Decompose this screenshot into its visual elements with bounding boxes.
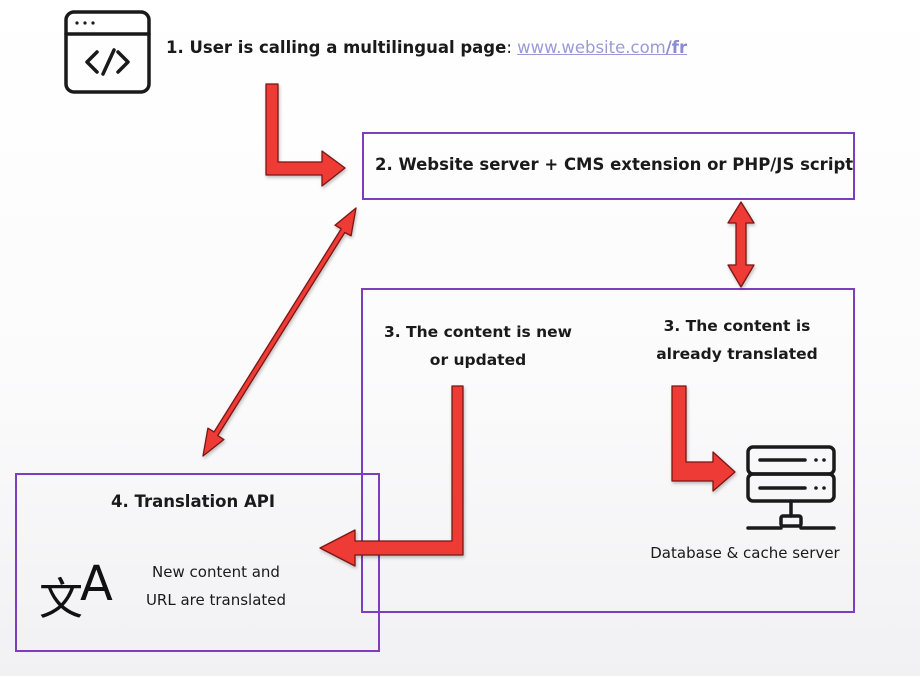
browser-code-icon — [64, 10, 151, 94]
step1-label: 1. User is calling a multilingual page: … — [166, 38, 687, 57]
server-icon — [746, 445, 836, 530]
translation-description-line2: URL are translated — [145, 591, 287, 609]
url-language-suffix: /fr — [665, 38, 688, 57]
translate-icon: 文 A — [39, 556, 113, 625]
database-caption: Database & cache server — [650, 544, 840, 562]
translation-api-box — [15, 473, 380, 652]
arrow-user-to-server — [265, 83, 346, 187]
arrow-server-database — [727, 201, 755, 288]
step3-translated-line1: 3. The content is — [663, 317, 811, 335]
step3-new-line1: 3. The content is new — [383, 323, 573, 341]
content-check-box — [361, 288, 855, 613]
step4-label: 4. Translation API — [111, 492, 275, 511]
arrow-server-api — [202, 207, 357, 457]
svg-text:A: A — [80, 556, 113, 612]
step1-text: 1. User is calling a multilingual page — [166, 38, 507, 57]
step3-new-content-label: 3. The content is new or updated — [382, 318, 574, 374]
url-main: www.website.com — [517, 38, 666, 57]
example-url-link[interactable]: www.website.com/fr — [517, 38, 687, 57]
arrow-new-content-to-api — [319, 385, 464, 567]
step1-separator: : — [506, 38, 518, 57]
arrow-translated-to-database — [671, 385, 736, 492]
step3-translated-line2: already translated — [656, 345, 818, 363]
translation-description: New content and URL are translated — [130, 558, 302, 614]
step3-new-line2: or updated — [429, 351, 527, 369]
step2-label: 2. Website server + CMS extension or PHP… — [375, 155, 854, 174]
translation-description-line1: New content and — [152, 563, 280, 581]
step3-translated-label: 3. The content is already translated — [647, 312, 827, 368]
svg-text:文: 文 — [39, 574, 83, 625]
website-server-box — [362, 132, 855, 200]
